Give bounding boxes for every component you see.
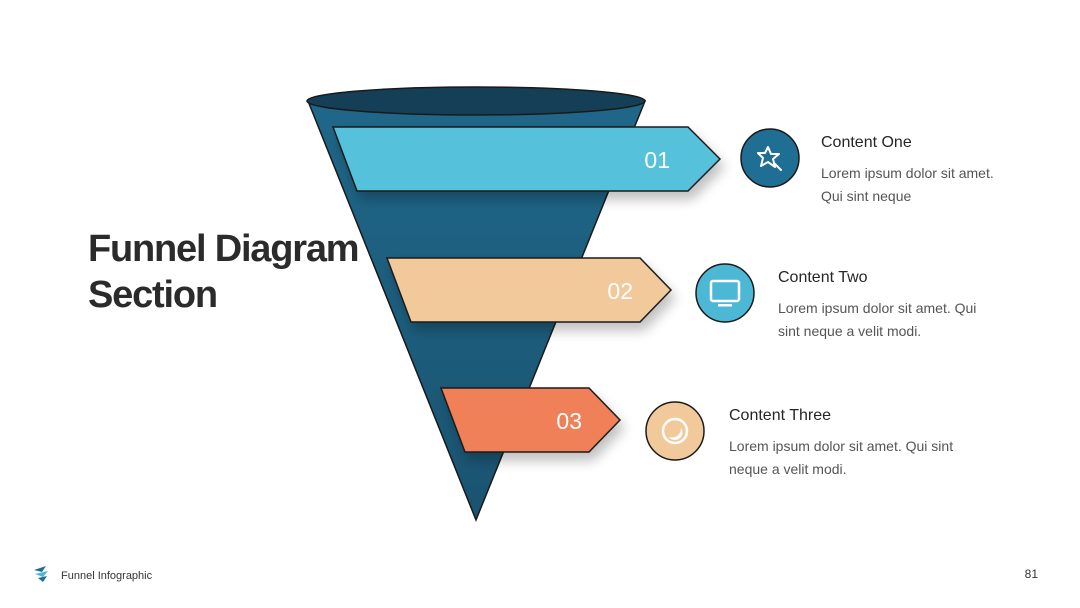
funnel-logo-icon	[34, 566, 48, 582]
content-one-desc-line1: Lorem ipsum dolor sit amet.	[821, 165, 994, 181]
icon-circle-03	[645, 401, 705, 461]
band-number-01: 01	[644, 147, 670, 173]
content-two-desc-line1: Lorem ipsum dolor sit amet. Qui	[778, 300, 977, 316]
page-title-line2: Section	[88, 274, 218, 316]
star-icon	[757, 146, 782, 171]
content-two-desc-line2: sint neque a velit modi.	[778, 323, 922, 339]
funnel-band-01	[331, 126, 722, 192]
band-number-03: 03	[556, 408, 582, 434]
content-two-heading: Content Two	[778, 269, 868, 286]
page-title-line1: Funnel Diagram	[88, 228, 360, 270]
icon-circle-01	[740, 128, 800, 188]
content-one-desc-line2: Qui sint neque	[821, 188, 912, 204]
page-number: 81	[1024, 567, 1038, 581]
funnel-band-03	[439, 387, 622, 453]
page-title: Funnel Diagram Section	[88, 226, 360, 318]
band-number-02: 02	[607, 278, 633, 304]
monitor-icon	[709, 279, 741, 307]
content-three-heading: Content Three	[729, 407, 831, 424]
moon-icon	[661, 417, 689, 445]
funnel-rim	[306, 86, 646, 116]
funnel-band-02	[385, 257, 673, 323]
footer-label: Funnel Infographic	[61, 570, 153, 582]
content-one-heading: Content One	[821, 134, 912, 151]
icon-circle-02	[695, 263, 755, 323]
content-three-desc-line2: neque a velit modi.	[729, 461, 847, 477]
content-three-desc-line1: Lorem ipsum dolor sit amet. Qui sint	[729, 438, 954, 454]
